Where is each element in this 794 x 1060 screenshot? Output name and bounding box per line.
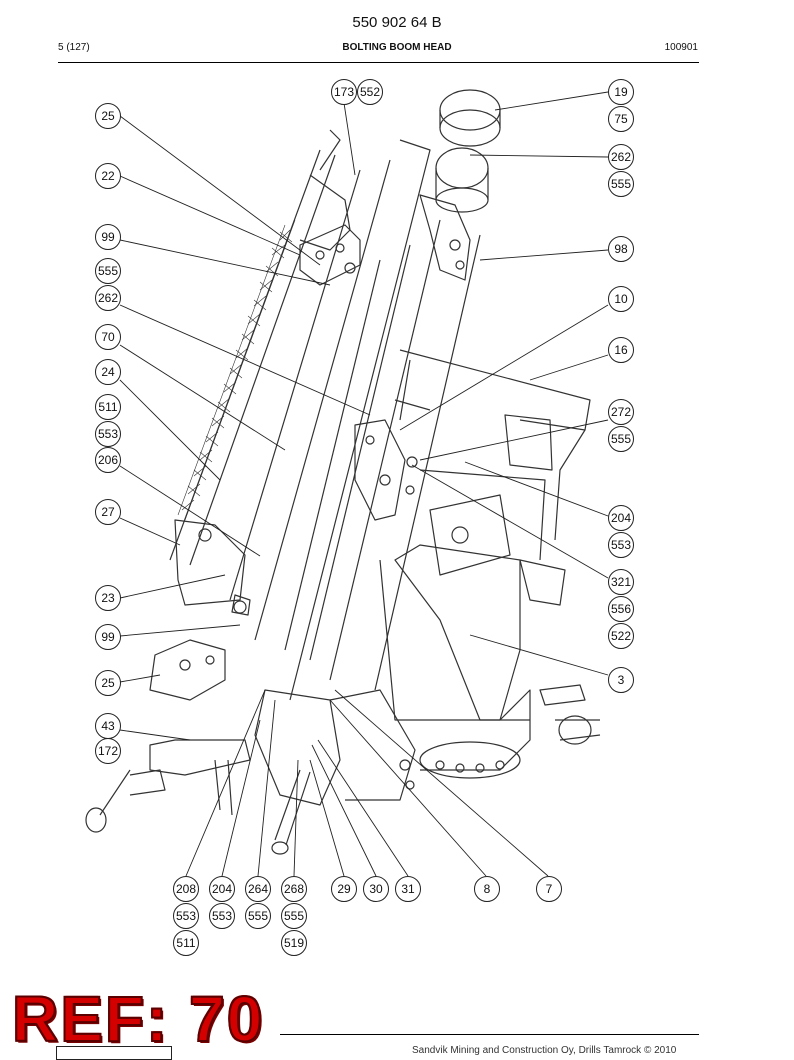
- callout-172: 172: [95, 738, 121, 764]
- pipe-clamp: [539, 684, 601, 745]
- callout-321: 321: [608, 569, 634, 595]
- callout-43: 43: [95, 713, 121, 739]
- reference-stamp: REF: 70: [11, 982, 265, 1056]
- callout-522: 522: [608, 623, 634, 649]
- callout-23: 23: [95, 585, 121, 611]
- leader-lines: [119, 91, 609, 877]
- callout-7: 7: [536, 876, 562, 902]
- callout-555: 555: [608, 171, 634, 197]
- callout-173: 173: [331, 79, 357, 105]
- lower-carriage: [149, 519, 251, 701]
- callout-25: 25: [95, 670, 121, 696]
- callout-98: 98: [608, 236, 634, 262]
- callout-262: 262: [608, 144, 634, 170]
- callout-99: 99: [95, 224, 121, 250]
- callout-552: 552: [357, 79, 383, 105]
- callout-10: 10: [608, 286, 634, 312]
- callout-208: 208: [173, 876, 199, 902]
- callout-511: 511: [173, 930, 199, 956]
- callout-555: 555: [281, 903, 307, 929]
- callout-268: 268: [281, 876, 307, 902]
- header-divider: [58, 62, 699, 63]
- callout-272: 272: [608, 399, 634, 425]
- cradle-plate: [379, 544, 531, 779]
- bottom-bracket: [85, 689, 416, 855]
- callout-553: 553: [608, 532, 634, 558]
- callout-27: 27: [95, 499, 121, 525]
- callout-22: 22: [95, 163, 121, 189]
- housing-box: [399, 349, 591, 606]
- callout-556: 556: [608, 596, 634, 622]
- callout-31: 31: [395, 876, 421, 902]
- footer-divider: [280, 1034, 699, 1035]
- callout-8: 8: [474, 876, 500, 902]
- motor-cylinder: [435, 89, 501, 213]
- callout-555: 555: [95, 258, 121, 284]
- document-number: 550 902 64 B: [352, 14, 442, 31]
- page-number: 5 (127): [58, 42, 90, 53]
- callout-553: 553: [173, 903, 199, 929]
- callout-70: 70: [95, 324, 121, 350]
- callout-16: 16: [608, 337, 634, 363]
- callout-206: 206: [95, 447, 121, 473]
- callout-30: 30: [363, 876, 389, 902]
- callout-555: 555: [608, 426, 634, 452]
- callout-519: 519: [281, 930, 307, 956]
- callout-555: 555: [245, 903, 271, 929]
- mesh-guard: [177, 219, 296, 521]
- main-cylinder: [284, 219, 481, 691]
- callout-75: 75: [608, 106, 634, 132]
- mid-bracket: [354, 419, 418, 521]
- callout-3: 3: [608, 667, 634, 693]
- callout-25: 25: [95, 103, 121, 129]
- callout-553: 553: [95, 421, 121, 447]
- document-code: 100901: [664, 42, 698, 53]
- footer-copyright: Sandvik Mining and Construction Oy, Dril…: [412, 1045, 677, 1056]
- callout-29: 29: [331, 876, 357, 902]
- callout-511: 511: [95, 394, 121, 420]
- callout-24: 24: [95, 359, 121, 385]
- upper-bracket: [299, 194, 471, 286]
- callout-262: 262: [95, 285, 121, 311]
- callout-99: 99: [95, 624, 121, 650]
- callout-553: 553: [209, 903, 235, 929]
- callout-19: 19: [608, 79, 634, 105]
- callout-204: 204: [209, 876, 235, 902]
- page-title: BOLTING BOOM HEAD: [342, 42, 452, 53]
- callout-264: 264: [245, 876, 271, 902]
- callout-204: 204: [608, 505, 634, 531]
